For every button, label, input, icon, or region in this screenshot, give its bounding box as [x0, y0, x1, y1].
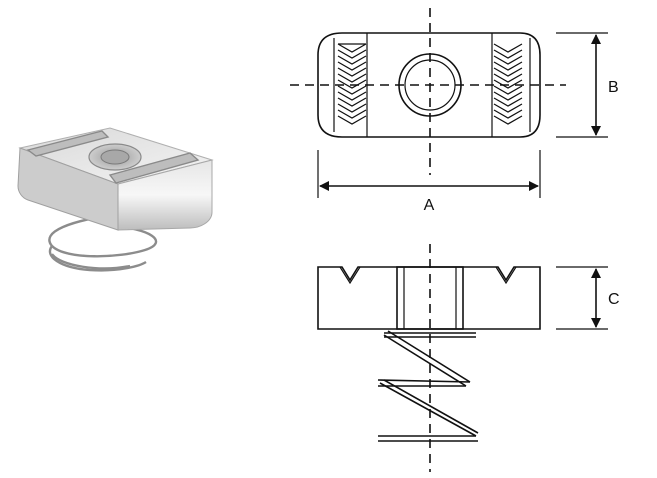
dimension-c: C [556, 266, 620, 330]
top-view: A B [290, 8, 619, 214]
isometric-spring [48, 212, 158, 272]
isometric-grooves [26, 130, 200, 184]
side-view-outline [317, 266, 541, 330]
side-view: C [317, 244, 620, 472]
dimension-b-label: B [608, 79, 619, 96]
dimension-c-label: C [608, 291, 620, 308]
dimension-a: A [317, 150, 541, 214]
side-view-spring [377, 330, 479, 442]
isometric-view [17, 127, 214, 272]
isometric-side-face [17, 147, 119, 231]
top-view-outline [317, 32, 541, 138]
isometric-front-face [117, 159, 213, 231]
dimension-b: B [556, 32, 619, 138]
dimension-a-label: A [424, 197, 435, 214]
